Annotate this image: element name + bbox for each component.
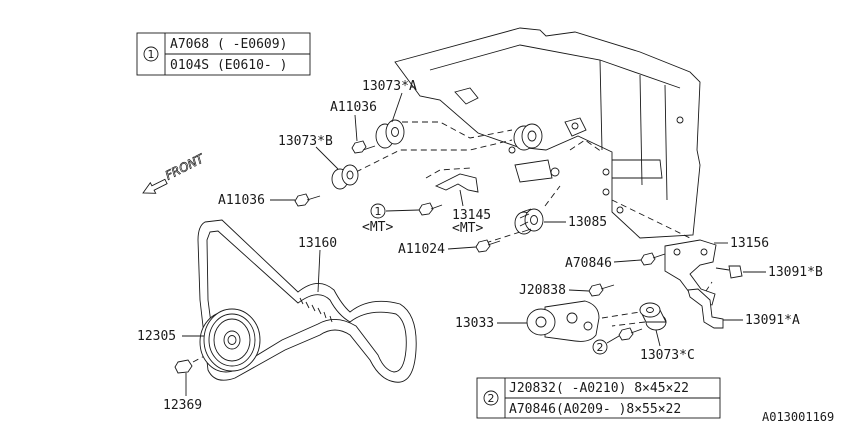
front-arrow-icon	[142, 178, 168, 194]
legend-2-marker: 2	[488, 392, 495, 405]
belt-guide-13091a	[687, 288, 724, 329]
label-13073c: 13073*C	[640, 348, 695, 363]
label-a11036-top: A11036	[330, 100, 377, 115]
legend-1-marker: 1	[148, 48, 155, 61]
label-13145: 13145	[452, 208, 491, 223]
legend-2-row: A70846(A0209- )8×55×22	[509, 402, 681, 417]
bolt-a11024	[475, 239, 501, 253]
ref-1-marker: 1	[375, 205, 382, 218]
legend-1-row: 0104S (E0610- )	[170, 58, 287, 73]
idler-pulley-13073b	[331, 164, 359, 190]
belt-tensioner-13033	[526, 300, 600, 342]
label-a70846: A70846	[565, 256, 612, 271]
label-a11036-left: A11036	[218, 193, 265, 208]
bracket-13156	[664, 239, 717, 306]
ref-2-marker-circle	[592, 339, 608, 355]
idler-pulley-13073c	[639, 302, 667, 331]
bolt-ref2	[618, 327, 643, 341]
label-13085: 13085	[568, 215, 607, 230]
idler-sprocket-13085	[514, 208, 544, 235]
engine-block	[394, 27, 701, 239]
legend-2-marker-circle	[483, 390, 499, 406]
label-13033: 13033	[455, 316, 494, 331]
label-12369: 12369	[163, 398, 202, 413]
leader-lines	[182, 92, 766, 396]
idler-pulley-13073a	[375, 119, 405, 149]
front-label: FRONT	[163, 151, 207, 183]
label-13156: 13156	[730, 236, 769, 251]
label-13160: 13160	[298, 236, 337, 251]
legend-1-marker-circle	[143, 46, 159, 62]
bolt-a70846	[640, 252, 666, 266]
label-12305: 12305	[137, 329, 176, 344]
belt-cover-13145	[425, 167, 479, 193]
label-j20838: J20838	[519, 283, 566, 298]
legend-2-row: J20832( -A0210) 8×45×22	[509, 381, 689, 396]
legend-2-table: 2 J20832( -A0210) 8×45×22 A70846(A0209- …	[476, 377, 721, 419]
figure-id: A013001169	[762, 410, 834, 424]
front-direction-arrow: FRONT	[142, 150, 208, 194]
ref-2-marker: 2	[597, 341, 604, 354]
label-13073b: 13073*B	[278, 134, 333, 149]
part-labels: 13073*A A11036 13073*B A11036 1 <MT> 131…	[137, 79, 823, 413]
belt-guide-13091b	[715, 265, 743, 279]
label-13073a: 13073*A	[362, 79, 417, 94]
ref-1-marker-circle	[370, 203, 386, 219]
legend-1-row: A7068 ( -E0609)	[170, 37, 287, 52]
bolt-j20838	[588, 283, 615, 297]
label-13091b: 13091*B	[768, 265, 823, 280]
bolt-a11036-left	[294, 193, 321, 207]
label-13091a: 13091*A	[745, 313, 800, 328]
bolt-a11036-top	[351, 140, 376, 154]
label-ref1-mt: <MT>	[362, 220, 393, 235]
crank-pulley-bolt	[174, 359, 193, 384]
legend-1-table: 1 A7068 ( -E0609) 0104S (E0610- )	[136, 32, 311, 76]
label-13145-mt: <MT>	[452, 221, 483, 236]
bolt-ref1-mt	[418, 202, 443, 216]
label-a11024: A11024	[398, 242, 445, 257]
crankshaft-pulley	[199, 308, 261, 373]
